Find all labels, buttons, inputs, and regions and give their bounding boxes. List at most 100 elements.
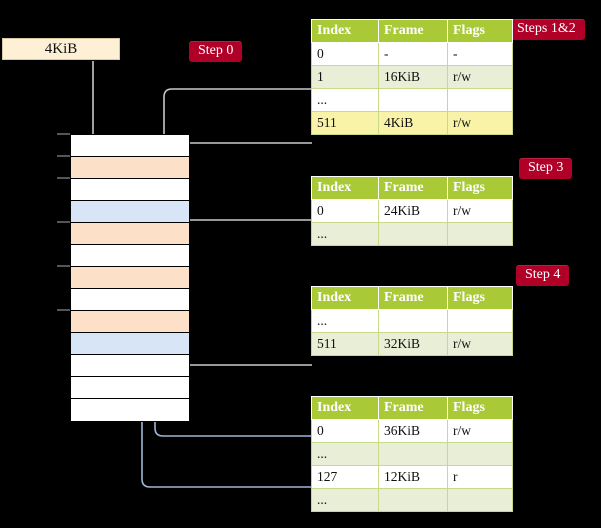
cell-index: ...: [311, 88, 379, 112]
cell-frame: 12KiB: [378, 465, 448, 489]
mem-tick: [57, 265, 70, 267]
badge-step-0: Step 0: [189, 41, 243, 62]
column-header-index: Index: [311, 396, 379, 420]
memory-row: [71, 179, 189, 201]
table-row: ...: [311, 488, 513, 512]
cell-frame: [378, 222, 448, 246]
physical-memory-column: [70, 134, 190, 422]
mem-tick: [57, 177, 70, 179]
cell-flags: [447, 222, 513, 246]
column-header-flags: Flags: [447, 396, 513, 420]
badge-step-4: Step 4: [516, 265, 570, 286]
cell-index: 0: [311, 199, 379, 223]
cell-flags: [447, 309, 513, 333]
cell-frame: 16KiB: [378, 65, 448, 89]
memory-row: [71, 333, 189, 355]
memory-row: [71, 289, 189, 311]
column-header-frame: Frame: [378, 176, 448, 200]
badge-steps-1-2: Steps 1&2: [508, 19, 585, 40]
table-row: 0--: [311, 42, 513, 66]
cell-frame: [378, 442, 448, 466]
page-frame-box: 4KiB: [2, 38, 120, 60]
table-row: ...: [311, 442, 513, 466]
cell-index: 511: [311, 111, 379, 135]
column-header-index: Index: [311, 19, 379, 43]
column-header-frame: Frame: [378, 396, 448, 420]
memory-row: [71, 377, 189, 399]
cell-frame: [378, 309, 448, 333]
badge-step-0-label: Step 0: [198, 43, 234, 58]
table-row: ...: [311, 309, 513, 333]
column-header-index: Index: [311, 176, 379, 200]
memory-row: [71, 355, 189, 377]
badge-steps-1-2-label: Steps 1&2: [517, 21, 576, 36]
mem-tick: [57, 155, 70, 157]
cell-frame: 4KiB: [378, 111, 448, 135]
cell-flags: [447, 442, 513, 466]
column-header-frame: Frame: [378, 19, 448, 43]
page-frame-label: 4KiB: [44, 40, 78, 57]
cell-flags: r/w: [447, 199, 513, 223]
wire-mem-to-t1r511: [171, 142, 312, 158]
memory-row: [71, 311, 189, 333]
cell-index: 511: [311, 332, 379, 356]
mem-tick: [57, 133, 70, 135]
cell-frame: 24KiB: [378, 199, 448, 223]
badge-step-4-label: Step 4: [525, 267, 561, 282]
cell-flags: [447, 88, 513, 112]
cell-frame: 32KiB: [378, 332, 448, 356]
table-row: ...: [311, 222, 513, 246]
mem-tick: [57, 221, 70, 223]
cell-frame: 36KiB: [378, 419, 448, 443]
cell-index: ...: [311, 488, 379, 512]
cell-index: 0: [311, 42, 379, 66]
column-header-flags: Flags: [447, 286, 513, 310]
cell-frame: [378, 88, 448, 112]
memory-row: [71, 201, 189, 223]
mem-tick: [57, 309, 70, 311]
cell-index: ...: [311, 442, 379, 466]
cell-flags: r/w: [447, 332, 513, 356]
cell-index: ...: [311, 309, 379, 333]
wire-t2r0-to-mem: [179, 219, 312, 269]
cell-index: ...: [311, 222, 379, 246]
cell-flags: r/w: [447, 419, 513, 443]
cell-flags: r: [447, 465, 513, 489]
memory-row: [71, 135, 189, 157]
memory-row: [71, 267, 189, 289]
column-header-index: Index: [311, 286, 379, 310]
cell-flags: r/w: [447, 65, 513, 89]
cell-flags: [447, 488, 513, 512]
badge-step-3-label: Step 3: [528, 160, 564, 175]
column-header-frame: Frame: [378, 286, 448, 310]
table-row: ...: [311, 88, 513, 112]
memory-row: [71, 223, 189, 245]
memory-row: [71, 399, 189, 421]
cell-flags: -: [447, 42, 513, 66]
column-header-flags: Flags: [447, 19, 513, 43]
wire-t3r511-to-mem: [172, 313, 312, 366]
memory-row: [71, 157, 189, 179]
badge-step-3: Step 3: [519, 158, 573, 179]
cell-frame: [378, 488, 448, 512]
column-header-flags: Flags: [447, 176, 513, 200]
cell-index: 127: [311, 465, 379, 489]
cell-index: 0: [311, 419, 379, 443]
cell-flags: r/w: [447, 111, 513, 135]
cell-frame: -: [378, 42, 448, 66]
